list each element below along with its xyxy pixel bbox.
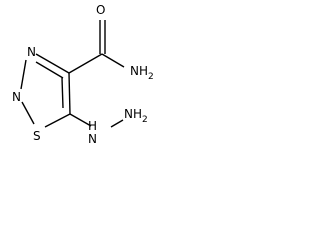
atom-nh2-hydrazine: NH2: [124, 107, 148, 125]
bond-nh-nh2: [110, 119, 124, 128]
atom-nh2-hydrazine-subscript: 2: [142, 115, 148, 125]
bond-c5-c4-inner: [61, 77, 64, 109]
atom-n-top: N: [27, 45, 36, 59]
bond-c4-n: [35, 53, 70, 74]
bond-n-n: [20, 59, 27, 90]
atom-nh2-hydrazine-main: NH: [124, 107, 142, 121]
bond-c5-c4: [68, 72, 71, 115]
atom-n-hydrazine: N: [88, 132, 97, 146]
bond-c4-n-inner: [35, 61, 64, 79]
atom-nh2-amide-subscript: 2: [148, 72, 154, 82]
bond-c5-nh: [69, 113, 92, 127]
atom-h-hydrazine: H: [88, 119, 97, 133]
bond-n-s: [21, 101, 35, 125]
atom-s: S: [33, 129, 41, 143]
atom-nh2-amide: NH2: [130, 64, 154, 82]
atom-o: O: [96, 3, 105, 17]
bond-c-nh2: [101, 53, 125, 68]
atom-n-left: N: [12, 90, 21, 104]
bond-c4-carbonyl: [68, 53, 103, 74]
bond-s-c5: [44, 113, 71, 128]
molecule-svg: N N S O NH2 H N NH2: [12, 3, 154, 146]
atom-nh2-amide-main: NH: [130, 64, 148, 78]
